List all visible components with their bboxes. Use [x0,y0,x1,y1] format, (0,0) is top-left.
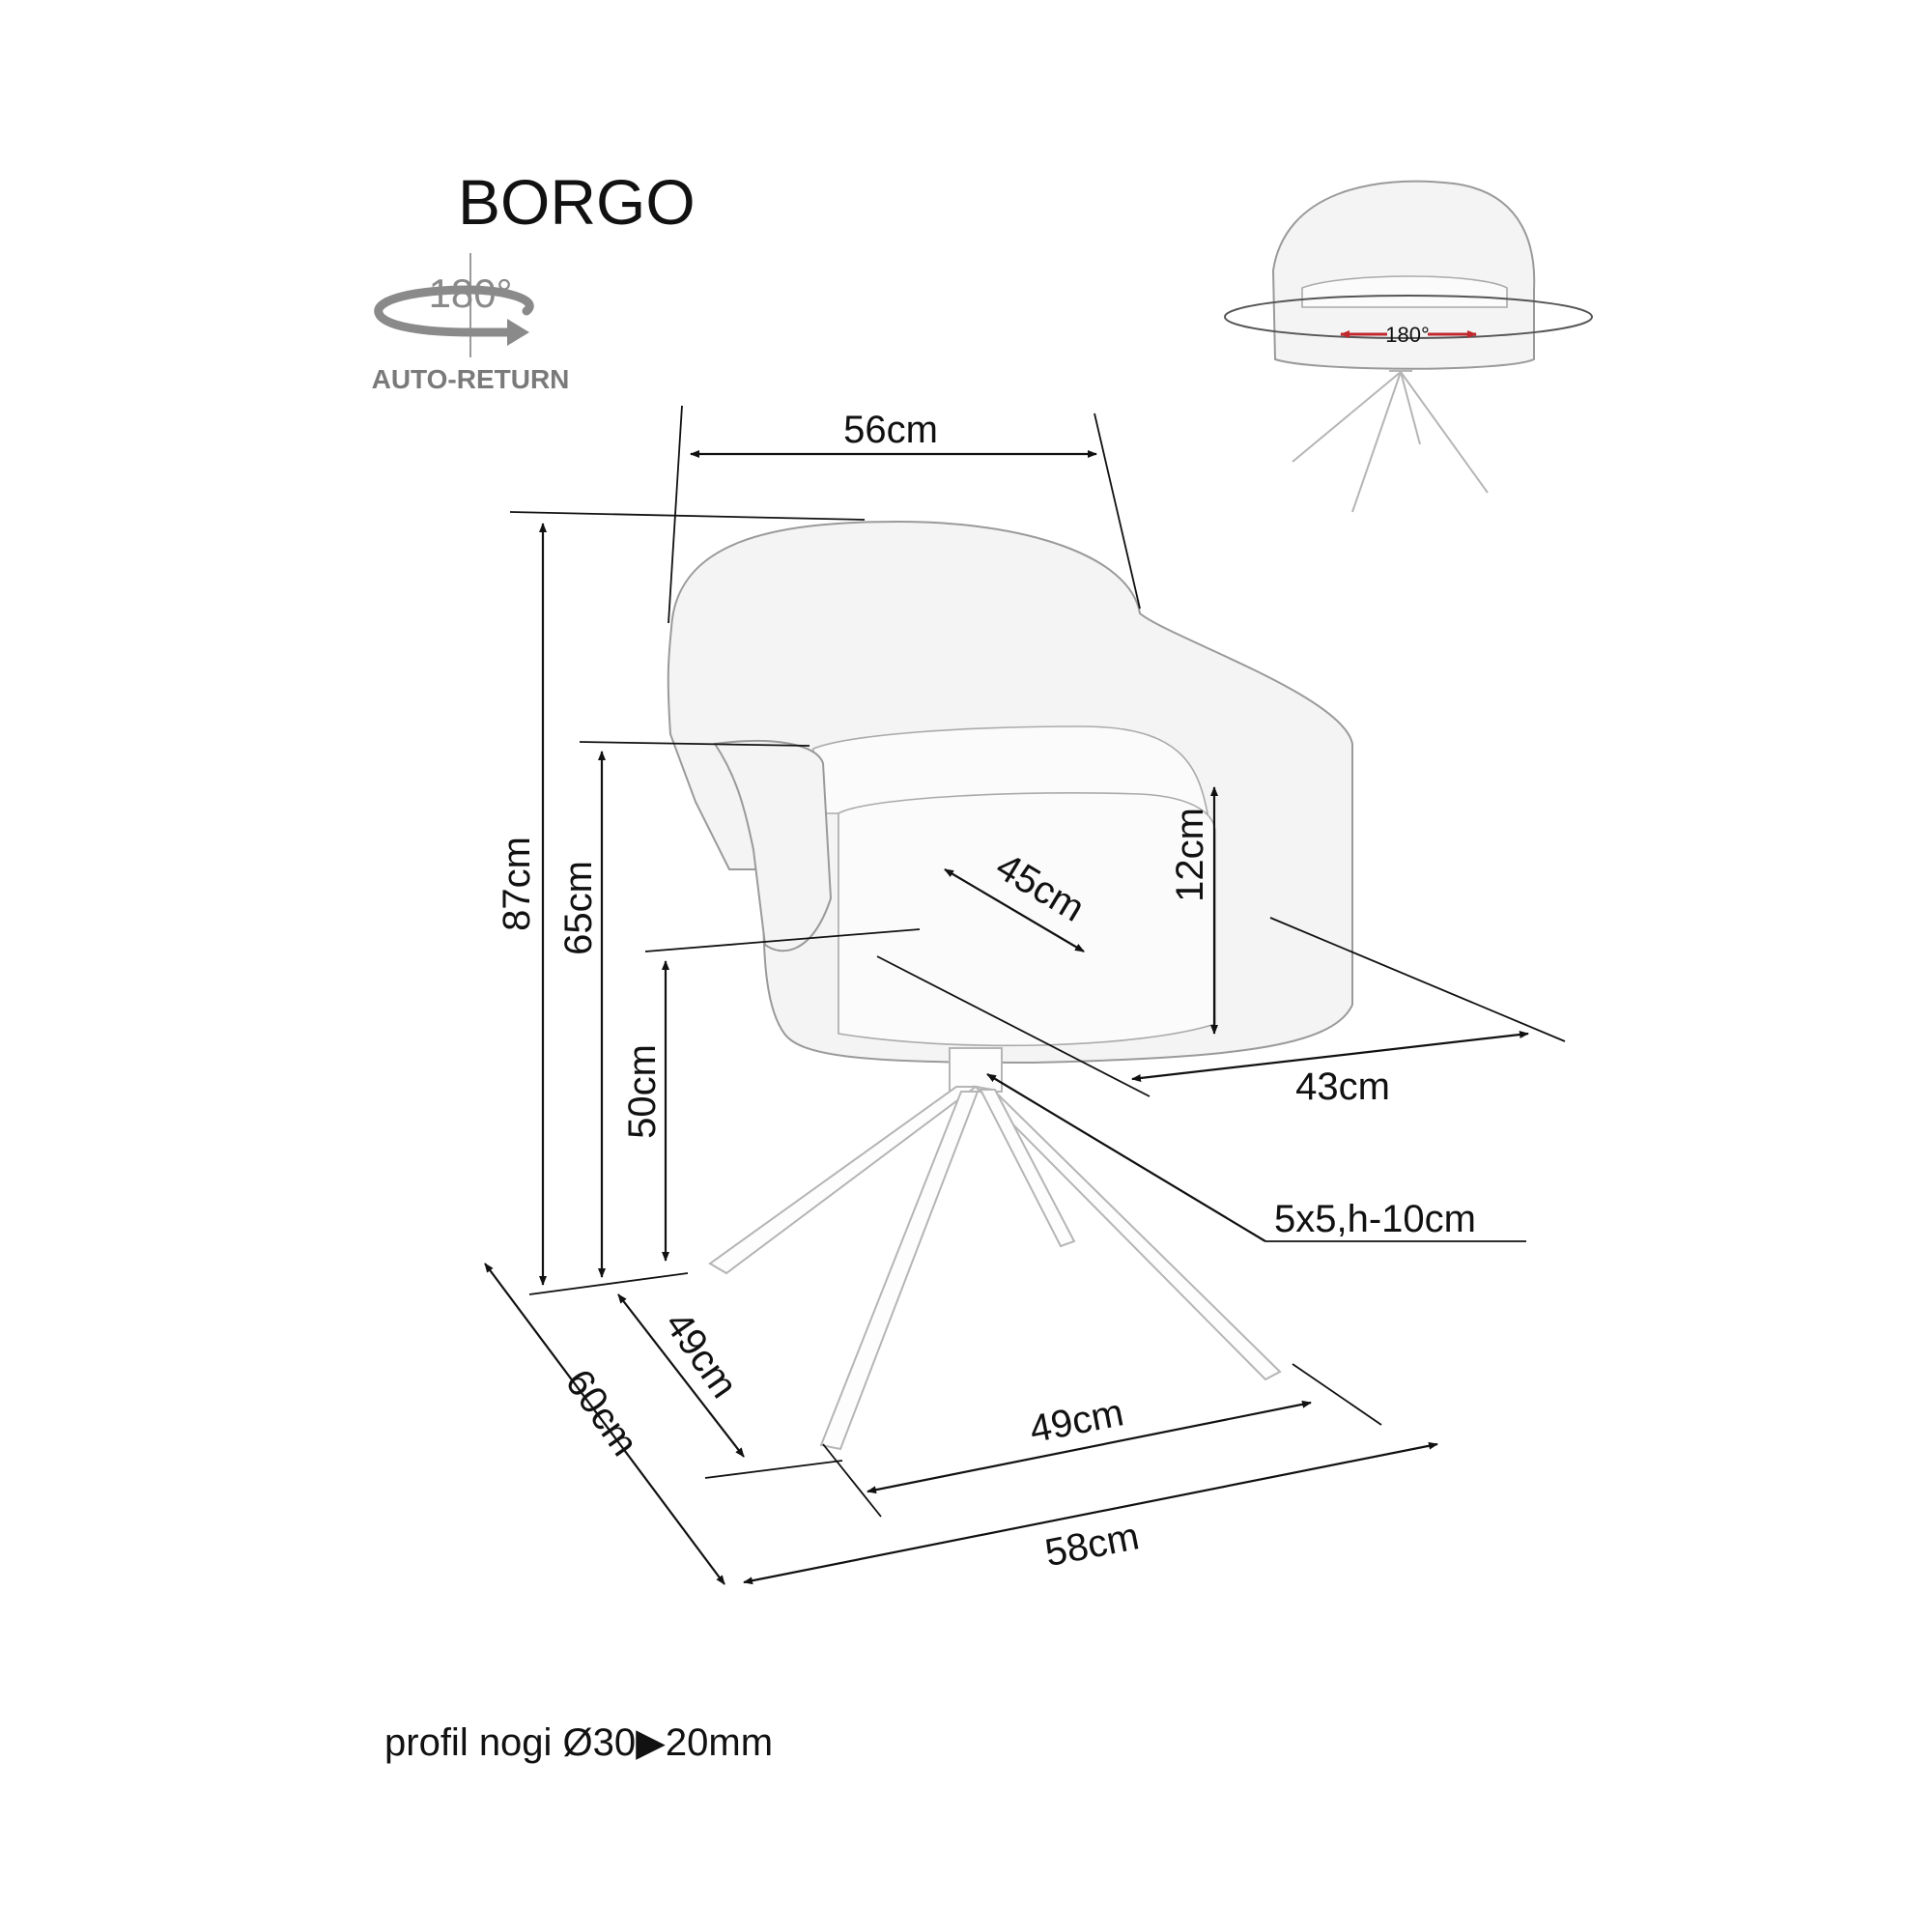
swivel-column [949,1047,1003,1093]
dim-seat-depth: 43cm [876,917,1566,1108]
dim-seat-height-label: 50cm [621,1044,664,1139]
dim-seat-width-top-label: 56cm [843,409,938,451]
chair-preview: 180° [1224,180,1593,513]
dim-seat-depth-label: 43cm [1295,1065,1390,1108]
product-title: BORGO [458,166,696,238]
chair-seat [838,792,1216,1047]
dim-seat-width-top: 56cm [668,405,1141,624]
callout-base-plate-label: 5x5,h-10cm [1274,1198,1476,1240]
leg-profile-note: profil nogi Ø30▶20mm [384,1721,773,1764]
floor-line-left [528,1272,689,1295]
auto-return-label: AUTO-RETURN [372,364,570,394]
dim-seat-height: 50cm [621,928,921,1262]
preview-angle: 180° [1385,323,1430,347]
callout-base-plate: 5x5,h-10cm [986,1073,1526,1242]
swivel-angle: 180° [429,270,513,316]
dim-total-width-label: 58cm [1041,1515,1142,1575]
floor-line-front [704,1460,843,1479]
swivel-badge: 180° AUTO-RETURN [372,253,570,394]
dim-total-depth-label: 60cm [557,1362,646,1463]
chair-legs [708,1085,1282,1451]
dim-total-height: 87cm [496,511,866,1286]
dim-armrest-height: 65cm [557,741,810,1278]
dim-backrest-gap: 12cm [1169,786,1218,1035]
dim-armrest-height-label: 65cm [557,861,600,955]
left-armrest [713,739,833,952]
dim-leg-width: 49cm [822,1391,1312,1518]
chair-illustration [667,520,1353,1451]
rotation-arrow-icon [374,253,534,357]
dim-leg-depth-label: 49cm [657,1304,746,1406]
rotation-ring-icon [1224,295,1593,339]
dim-total-height-label: 87cm [496,837,538,931]
dim-backrest-gap-label: 12cm [1169,808,1211,902]
backrest-opening [812,725,1208,814]
